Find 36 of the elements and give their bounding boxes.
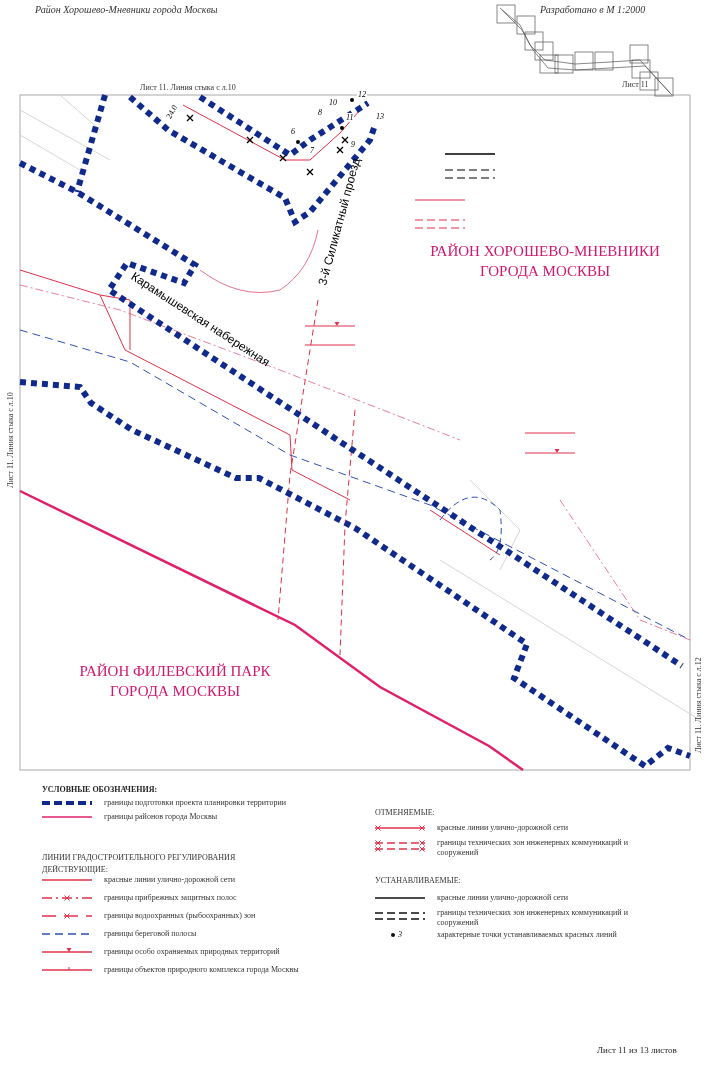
- point-number: 10: [328, 98, 338, 108]
- legend-text: красные линии улично-дорожной сети: [437, 823, 569, 833]
- legend-title: УСЛОВНЫЕ ОБОЗНАЧЕНИЯ:: [42, 785, 158, 795]
- district-name: РАЙОН ФИЛЕВСКИЙ ПАРК ГОРОДА МОСКВЫ: [78, 662, 272, 701]
- point-number: 11: [345, 113, 355, 123]
- legend-text: красные линии улично-дорожной сети: [104, 875, 236, 885]
- point-number: 6: [290, 127, 296, 137]
- legend-heading: ЛИНИИ ГРАДОСТРОИТЕЛЬНОГО РЕГУЛИРОВАНИЯ: [42, 853, 236, 863]
- point-number: 7: [309, 146, 315, 156]
- sheet-label: Лист 11: [622, 80, 649, 90]
- legend-text: границы прибрежных защитных полос: [104, 893, 237, 903]
- legend-heading: ДЕЙСТВУЮЩИЕ:: [42, 865, 108, 875]
- point-number: 13: [375, 112, 385, 122]
- legend-text: границы водоохранных (рыбоохранных) зон: [104, 911, 256, 921]
- scale-note: Разработано в М 1:2000: [540, 4, 646, 16]
- legend-text: границы особо охраняемых природных территорий: [104, 947, 280, 957]
- sheet-label: Лист 11. Линия стыка с л.10: [140, 83, 236, 93]
- header-text: Район Хорошево-Мневники города Москвы: [35, 4, 218, 16]
- point-number: 9: [350, 140, 356, 150]
- legend-text: границы береговой полосы: [104, 929, 197, 939]
- legend-heading: ОТМЕНЯЕМЫЕ:: [375, 808, 435, 818]
- point-number: 3: [398, 930, 402, 940]
- sheet-label: Лист 11. Линия стыка с л.12: [694, 657, 704, 753]
- sheet-label: Лист 11. Линия стыка с л.10: [6, 392, 16, 488]
- point-number: 8: [317, 108, 323, 118]
- legend-text: характерные точки устанавливаемых красных линий: [437, 930, 617, 940]
- legend-text: границы технических зон инженерных коммуникаций и сооружений: [437, 908, 629, 928]
- legend-text: границы технических зон инженерных коммуникаций и сооружений: [437, 838, 629, 858]
- legend-text: границы районов города Москвы: [104, 812, 218, 822]
- page-number: Лист 11 из 13 листов: [597, 1045, 677, 1056]
- legend-text: границы объектов природного комплекса города Москвы: [104, 965, 299, 975]
- legend-heading: УСТАНАВЛИВАЕМЫЕ:: [375, 876, 461, 886]
- legend-text: красные линии улично-дорожной сети: [437, 893, 569, 903]
- district-name: РАЙОН ХОРОШЕВО-МНЕВНИКИ ГОРОДА МОСКВЫ: [430, 242, 660, 281]
- legend-text: границы подготовки проекта планировки территории: [104, 798, 286, 808]
- point-number: 12: [357, 90, 367, 100]
